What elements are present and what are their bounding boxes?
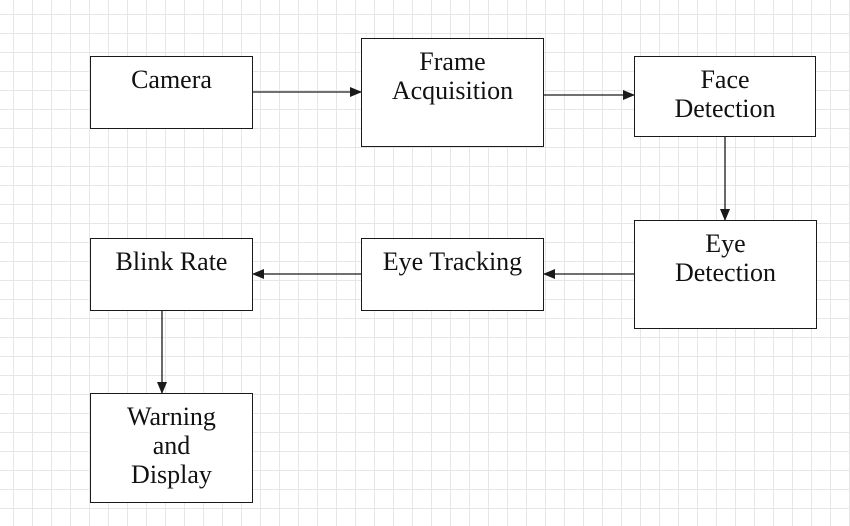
warning-and-display-node: Warning and Display (90, 393, 253, 503)
frame-acquisition-node: Frame Acquisition (361, 38, 544, 147)
camera-node: Camera (90, 56, 253, 129)
blink-rate-node: Blink Rate (90, 238, 253, 311)
eye-detection-node: Eye Detection (634, 220, 817, 329)
eye-tracking-node: Eye Tracking (361, 238, 544, 311)
face-detection-node: Face Detection (634, 56, 816, 137)
